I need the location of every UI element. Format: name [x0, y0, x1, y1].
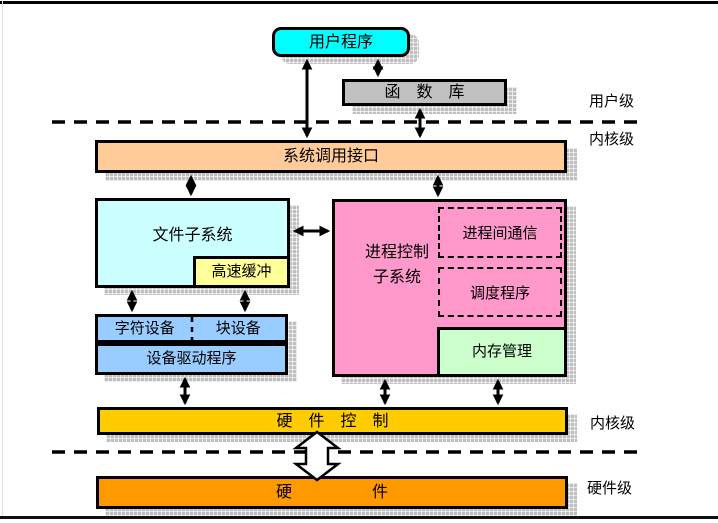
function-library-box: 函 数 库: [342, 79, 507, 106]
user-program-box: 用户程序: [272, 27, 410, 57]
syscall-interface-label: 系统调用接口: [282, 146, 379, 166]
block-device-label: 块设备: [215, 318, 261, 337]
user-level-label: 用户级: [589, 92, 635, 110]
hardware-control-box: 硬 件 控 制: [97, 407, 568, 435]
buffer-cache-label: 高速缓冲: [211, 262, 272, 281]
frame-top-border: [0, 1, 718, 4]
hardware-control-label: 硬 件 控 制: [276, 410, 389, 430]
buffer-cache-box: 高速缓冲: [193, 256, 290, 288]
function-library-label: 函 数 库: [384, 82, 465, 102]
ipc-label: 进程间通信: [462, 224, 538, 242]
user-program-label: 用户程序: [308, 31, 373, 51]
device-driver-label: 设备驱动程序: [146, 349, 237, 368]
kernel-level-upper-label: 内核级: [589, 130, 635, 148]
scheduler-label: 调度程序: [469, 283, 530, 302]
hardware-box: 硬 件: [96, 476, 568, 509]
device-type-row: 字符设备 块设备: [95, 314, 288, 343]
hardware-label: 硬 件: [275, 482, 388, 502]
scheduler-box: 调度程序: [438, 267, 562, 317]
kernel-level-lower-label: 内核级: [590, 414, 636, 432]
memory-management-box: 内存管理: [437, 327, 567, 377]
memory-management-label: 内存管理: [471, 342, 532, 361]
process-control-label: 进程控制 子系统: [364, 242, 429, 286]
file-subsystem-label: 文件子系统: [152, 225, 233, 244]
char-device-label: 字符设备: [114, 318, 175, 337]
frame-left-border: [2, 0, 3, 516]
ipc-box: 进程间通信: [438, 207, 562, 258]
device-driver-box: 设备驱动程序: [95, 343, 288, 375]
hardware-level-label: 硬件级: [587, 479, 633, 497]
frame-bottom-border: [0, 516, 718, 519]
char-device-cell: 字符设备: [98, 317, 192, 340]
syscall-interface-box: 系统调用接口: [95, 140, 567, 173]
block-device-cell: 块设备: [192, 317, 286, 340]
